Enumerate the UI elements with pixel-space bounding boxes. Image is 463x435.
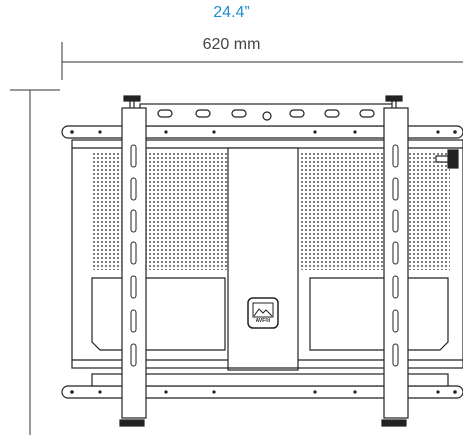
width-mm-label: 620 mm xyxy=(202,36,261,53)
vent-area-right xyxy=(300,152,450,270)
logo-text: AVF®I xyxy=(255,318,271,324)
lower-cutout-left xyxy=(91,277,226,351)
side-knob xyxy=(447,149,459,169)
bottom-knob-right xyxy=(381,419,407,427)
width-inches-label: 24.4” xyxy=(213,4,250,21)
bottom-knob-left xyxy=(119,419,145,427)
top-knob-left xyxy=(123,95,141,102)
center-plate xyxy=(227,147,299,371)
vent-area-left xyxy=(92,152,227,270)
lower-cutout-right xyxy=(309,277,449,351)
dimension-lines xyxy=(10,42,463,435)
top-knob-right xyxy=(385,95,403,102)
